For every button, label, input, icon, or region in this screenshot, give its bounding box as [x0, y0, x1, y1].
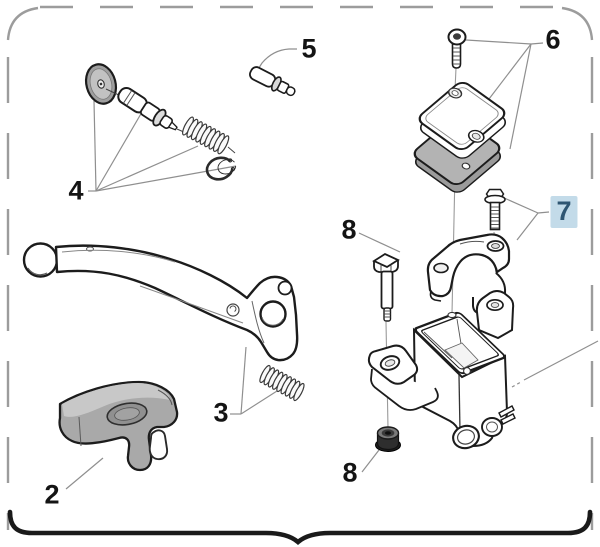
pivot-bolt-drawing: [372, 252, 400, 322]
callout-3[interactable]: 3: [213, 397, 229, 428]
callout-6[interactable]: 6: [545, 24, 561, 55]
lever-drawing: [22, 242, 299, 362]
piston-kit-drawing: [84, 63, 237, 181]
lever-guard-drawing: [58, 380, 179, 472]
master-cylinder-drawing: [367, 290, 516, 450]
callout-8-top[interactable]: 8: [341, 214, 357, 245]
pivot-nut-drawing: [375, 426, 401, 452]
cap-screw-drawing: [447, 28, 467, 69]
dashed-border: [6, 5, 594, 530]
callout-4[interactable]: 4: [68, 175, 84, 206]
spring-drawing-3: [259, 364, 305, 402]
pin-drawing: [249, 66, 296, 97]
callout-5[interactable]: 5: [301, 33, 317, 64]
spring-drawing-4: [182, 116, 230, 155]
callout-8-bottom[interactable]: 8: [342, 457, 358, 488]
reservoir-cap-kit-drawing: [413, 28, 507, 193]
callout-2[interactable]: 2: [44, 479, 60, 510]
clamp-bolt-drawing: [484, 188, 506, 231]
bottom-brace: [7, 509, 593, 546]
cap-drawing: [418, 82, 507, 159]
callout-7[interactable]: 7: [550, 196, 578, 228]
circlip-drawing: [205, 156, 237, 181]
